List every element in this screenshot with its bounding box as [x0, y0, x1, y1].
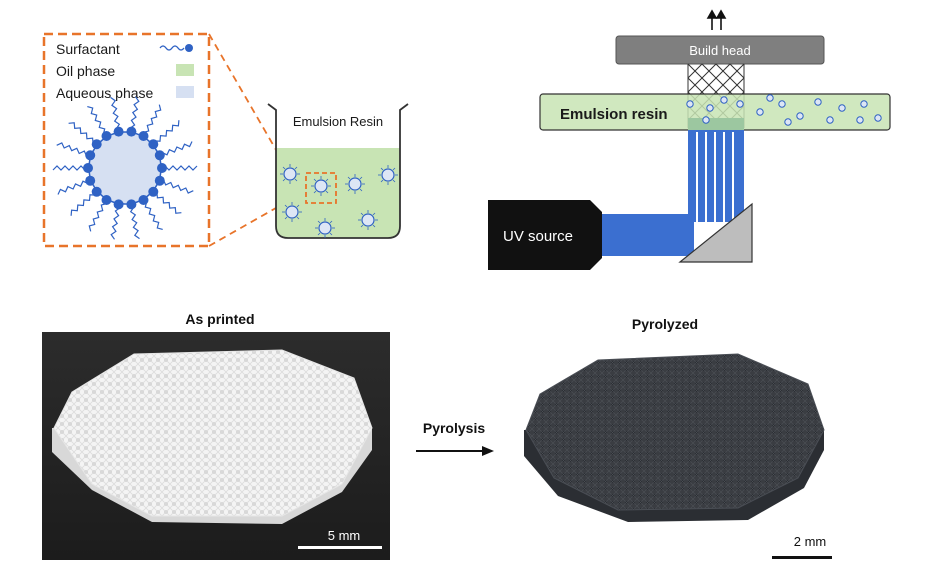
- uv-source-label: UV source: [503, 228, 573, 245]
- right-scale-label: 2 mm: [793, 534, 827, 549]
- surfactant-legend-icon: [159, 44, 193, 52]
- uv-beam-vertical: [688, 130, 744, 240]
- left-scale-bar: [298, 546, 382, 549]
- build-head-label: Build head: [689, 43, 750, 58]
- right-photo-title: Pyrolyzed: [631, 316, 699, 332]
- as-printed-photo: 5 mm: [42, 332, 390, 560]
- micelle-drawing: [52, 96, 198, 240]
- lift-arrows-icon: [706, 9, 727, 30]
- aqueous-phase-swatch: [176, 86, 194, 98]
- oil-phase-swatch: [176, 64, 194, 76]
- mirror-prism: [678, 202, 753, 263]
- build-head: [615, 35, 825, 65]
- legend-oil-phase-label: Oil phase: [56, 63, 115, 79]
- beaker-zoom-marker: [305, 172, 337, 204]
- pyrolysis-label: Pyrolysis: [422, 420, 486, 436]
- beaker: Emulsion Resin: [267, 103, 409, 239]
- right-scale-bar: [772, 556, 832, 559]
- left-scale-label: 5 mm: [328, 528, 361, 543]
- emulsion-schematic: Surfactant Oil phase Aqueous phase Emuls…: [42, 32, 409, 248]
- cured-layer: [688, 118, 744, 130]
- printer-schematic: Build head Emulsion resin UV source: [488, 9, 891, 270]
- uv-beam-horizontal: [602, 214, 694, 256]
- resin-label: Emulsion resin: [560, 106, 668, 123]
- pyrolysis-arrow-icon: [416, 446, 494, 456]
- legend-surfactant-label: Surfactant: [56, 41, 120, 57]
- pyrolyzed-photo: [524, 353, 825, 522]
- uv-source: [488, 200, 602, 270]
- beaker-label: Emulsion Resin: [293, 114, 383, 129]
- legend-aqueous-phase-label: Aqueous phase: [56, 85, 154, 101]
- left-photo-title: As printed: [185, 311, 255, 327]
